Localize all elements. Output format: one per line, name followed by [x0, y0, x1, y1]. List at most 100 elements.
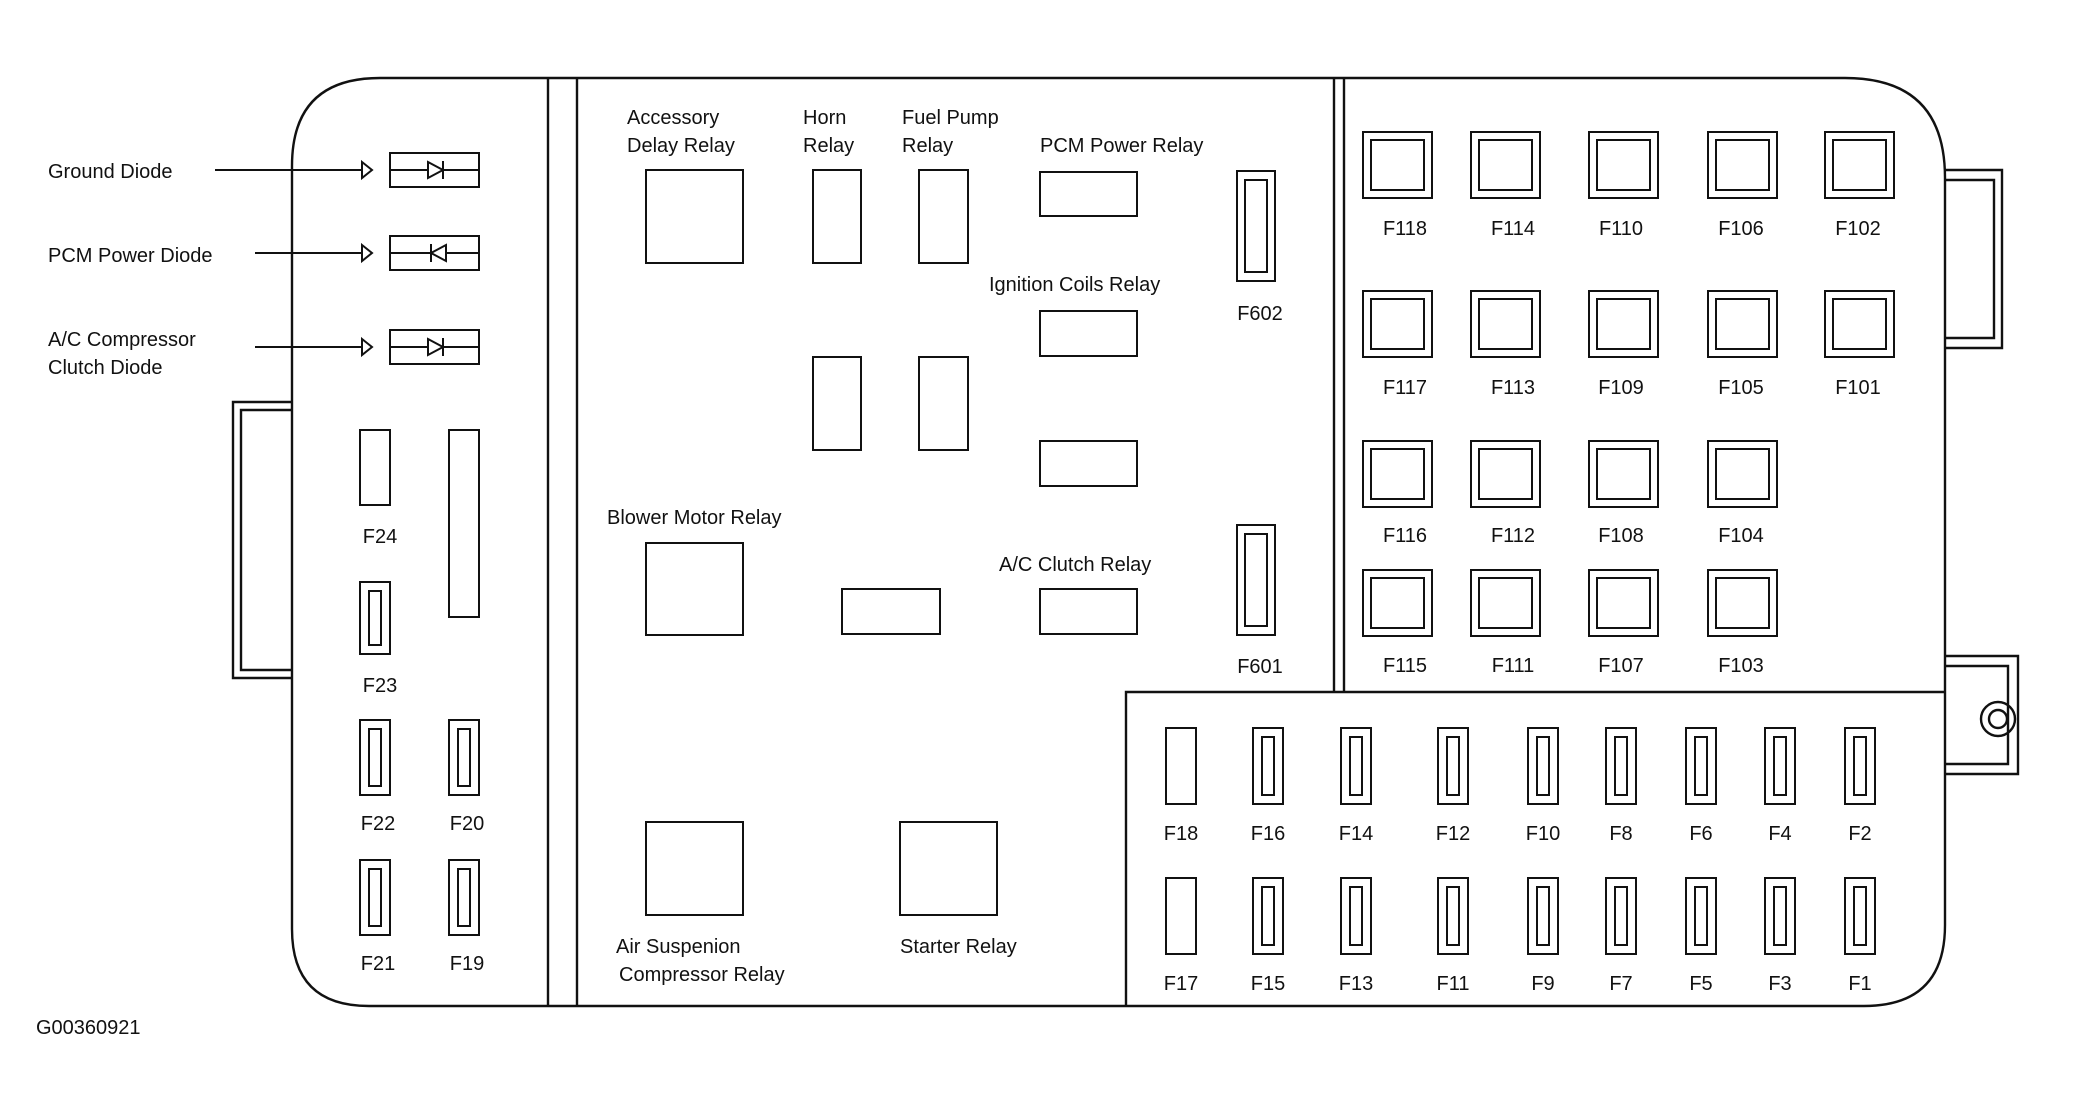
fuse-f602[interactable]	[1236, 170, 1276, 282]
fuse-f601[interactable]	[1236, 524, 1276, 636]
fuse-label: F114	[1491, 218, 1535, 240]
fuse-f15[interactable]	[1252, 877, 1284, 955]
fuse-label: F104	[1718, 525, 1764, 547]
fuse-label: F14	[1339, 823, 1373, 845]
fuse-label: F17	[1164, 973, 1198, 995]
fuse-f24[interactable]	[359, 429, 391, 506]
fuse-f21[interactable]	[359, 859, 391, 936]
diode-triangle	[427, 160, 446, 180]
fuse-f14[interactable]	[1340, 727, 1372, 805]
diode-right-icon	[427, 337, 446, 357]
relay-label: Ignition Coils Relay	[989, 274, 1160, 296]
relay-horn[interactable]	[812, 169, 862, 264]
long-fuse-slot	[448, 429, 480, 618]
relay-starter[interactable]	[899, 821, 998, 916]
fuse-f116[interactable]	[1362, 440, 1433, 508]
fuse-f16[interactable]	[1252, 727, 1284, 805]
fuse-inner	[1244, 533, 1268, 627]
left-mount-tab	[231, 400, 292, 680]
fuse-f7[interactable]	[1605, 877, 1637, 955]
fuse-f22[interactable]	[359, 719, 391, 796]
fuse-f23[interactable]	[359, 581, 391, 655]
fuse-blade	[1261, 736, 1275, 796]
fuse-label: F16	[1251, 823, 1285, 845]
relay-label: Relay	[803, 135, 854, 157]
fuse-f104[interactable]	[1707, 440, 1778, 508]
fuse-f118[interactable]	[1362, 131, 1433, 199]
fuse-label: F7	[1609, 973, 1632, 995]
fuse-label: F2	[1848, 823, 1871, 845]
relay-fuel-pump[interactable]	[918, 169, 969, 264]
fuse-f112[interactable]	[1470, 440, 1541, 508]
fuse-label: F11	[1437, 973, 1470, 995]
fuse-f101[interactable]	[1824, 290, 1895, 358]
fuse-label: F107	[1598, 655, 1644, 677]
fuse-f106[interactable]	[1707, 131, 1778, 199]
fuse-label: F116	[1383, 525, 1427, 547]
fuse-f113[interactable]	[1470, 290, 1541, 358]
fuse-f9[interactable]	[1527, 877, 1559, 955]
relay-unlabeled[interactable]	[918, 356, 969, 451]
fuse-f13[interactable]	[1340, 877, 1372, 955]
relay-blower-motor[interactable]	[645, 542, 744, 636]
fuse-f114[interactable]	[1470, 131, 1541, 199]
right-top-tab-inner	[1945, 178, 1996, 340]
fuse-inner	[1715, 577, 1770, 629]
diode-left-icon	[428, 243, 447, 263]
relay-air-suspension-compressor[interactable]	[645, 821, 744, 916]
fuse-f19[interactable]	[448, 859, 480, 936]
fuse-blade	[1349, 886, 1363, 946]
fuse-f11[interactable]	[1437, 877, 1469, 955]
relay-label: Relay	[902, 135, 953, 157]
relay-label: Delay Relay	[627, 135, 735, 157]
relay-unlabeled[interactable]	[1039, 440, 1138, 487]
fuse-blade	[1536, 736, 1550, 796]
fuse-f111[interactable]	[1470, 569, 1541, 637]
fuse-f8[interactable]	[1605, 727, 1637, 805]
relay-ac-clutch[interactable]	[1039, 588, 1138, 635]
fuse-inner	[1478, 298, 1533, 350]
fuse-f17[interactable]	[1165, 877, 1197, 955]
fuse-f3[interactable]	[1764, 877, 1796, 955]
fuse-f107[interactable]	[1588, 569, 1659, 637]
fuse-f12[interactable]	[1437, 727, 1469, 805]
relay-label: A/C Clutch Relay	[999, 554, 1151, 576]
fuse-f10[interactable]	[1527, 727, 1559, 805]
fuse-f1[interactable]	[1844, 877, 1876, 955]
fuse-label: F1	[1848, 973, 1871, 995]
fuse-f108[interactable]	[1588, 440, 1659, 508]
fuse-f18[interactable]	[1165, 727, 1197, 805]
fuse-f103[interactable]	[1707, 569, 1778, 637]
relay-pcm-power[interactable]	[1039, 171, 1138, 217]
relay-accessory-delay[interactable]	[645, 169, 744, 264]
fuse-blade	[1614, 886, 1628, 946]
fuse-f102[interactable]	[1824, 131, 1895, 199]
fuse-label: F101	[1835, 377, 1881, 399]
fuse-label: F602	[1237, 303, 1283, 325]
fuse-f109[interactable]	[1588, 290, 1659, 358]
fuse-f6[interactable]	[1685, 727, 1717, 805]
relay-unlabeled[interactable]	[812, 356, 862, 451]
fuse-blade	[457, 728, 471, 787]
fuse-inner	[1715, 139, 1770, 191]
fuse-inner	[1478, 577, 1533, 629]
fuse-f5[interactable]	[1685, 877, 1717, 955]
right-bracket	[1945, 654, 2020, 776]
right-bracket-inner	[1945, 664, 2010, 766]
fuse-label: F10	[1526, 823, 1560, 845]
relay-ignition-coils[interactable]	[1039, 310, 1138, 357]
fuse-f20[interactable]	[448, 719, 480, 796]
fuse-f115[interactable]	[1362, 569, 1433, 637]
fuse-f105[interactable]	[1707, 290, 1778, 358]
relay-unlabeled[interactable]	[841, 588, 941, 635]
fuse-label: F24	[363, 526, 397, 548]
fuse-blade	[1614, 736, 1628, 796]
fuse-f110[interactable]	[1588, 131, 1659, 199]
fuse-f4[interactable]	[1764, 727, 1796, 805]
fuse-inner	[1715, 298, 1770, 350]
diode-triangle	[427, 337, 446, 357]
fuse-label: F5	[1689, 973, 1712, 995]
fuse-f117[interactable]	[1362, 290, 1433, 358]
fuse-f2[interactable]	[1844, 727, 1876, 805]
fuse-label: F13	[1339, 973, 1373, 995]
